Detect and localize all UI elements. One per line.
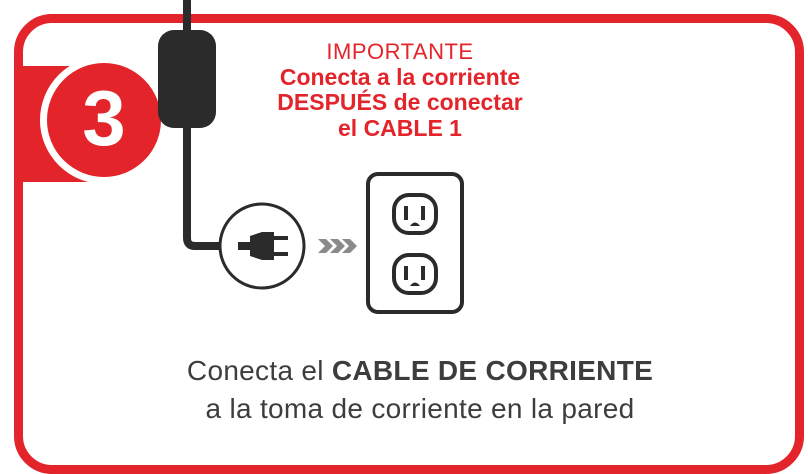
notice-line-1: Conecta a la corriente (279, 63, 521, 90)
power-plug-icon (218, 202, 306, 290)
caption-bold: CABLE DE CORRIENTE (331, 355, 654, 386)
caption-prefix: Conecta el (186, 355, 332, 386)
instruction-caption: Conecta el CABLE DE CORRIENTE a la toma … (100, 352, 740, 428)
step-badge: 3 (40, 56, 168, 184)
power-cable (183, 126, 238, 250)
power-adapter-icon (158, 30, 216, 128)
arrows-right-icon (318, 239, 357, 253)
caption-line-1: Conecta el CABLE DE CORRIENTE (100, 352, 740, 390)
illustration (158, 0, 464, 314)
wall-outlet-icon (366, 172, 464, 314)
notice-line-2: DESPUÉS de conectar (277, 89, 523, 116)
step-number: 3 (82, 74, 126, 162)
notice-line-3: el CABLE 1 (338, 115, 462, 142)
important-label: IMPORTANTE (326, 39, 474, 64)
caption-line-2: a la toma de corriente en la pared (205, 392, 635, 424)
important-notice: IMPORTANTE Conecta a la corriente DESPUÉ… (230, 39, 570, 142)
